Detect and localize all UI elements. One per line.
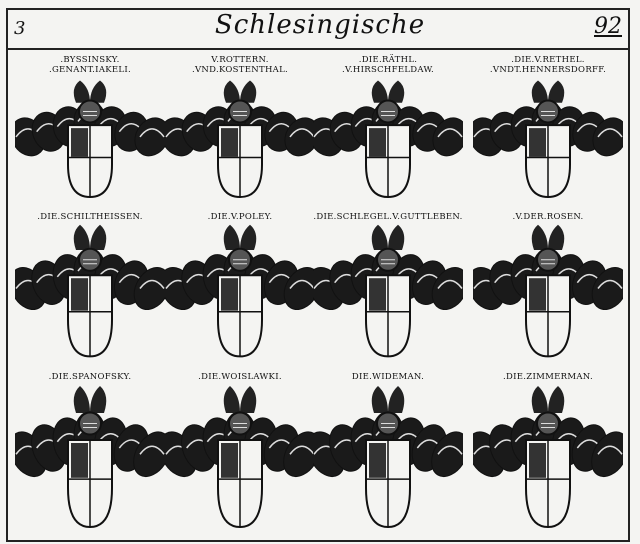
crest-ornament <box>531 386 565 413</box>
shield-charge <box>366 440 410 527</box>
mantling <box>473 101 623 157</box>
crest-ornament <box>73 224 107 250</box>
coat-of-arms <box>165 224 315 358</box>
crest-name: .DIE.SPANOFSKY. <box>48 372 132 382</box>
shield-charge <box>366 275 410 357</box>
crest-name: .DIE.V.POLEY. <box>207 212 273 222</box>
crest-ornament <box>371 224 405 250</box>
crest-name: .DIE.SCHLEGEL.V.GUTTLEBEN. <box>313 212 463 222</box>
crest-name-line2: .VND.KOSTENTHAL. <box>191 65 289 75</box>
page-title: Schlesingische <box>214 10 426 40</box>
crest-ornament <box>223 224 257 250</box>
crest-label: .DIE.RÄTHL..V.HIRSCHFELDAW. <box>342 55 434 75</box>
plate-number: 3 <box>14 18 26 39</box>
crest-ornament <box>223 386 257 413</box>
coat-of-arms <box>165 386 315 529</box>
shield-charge <box>526 440 570 527</box>
crest-label: DIE.WIDEMAN. <box>352 372 424 382</box>
page-frame <box>6 8 630 542</box>
crest-label: .DIE.ZIMMERMAN. <box>503 372 593 382</box>
shield-charge <box>68 275 112 357</box>
shield-charge <box>68 440 112 527</box>
crest-label: .DIE.WOISLAWKI. <box>198 372 282 382</box>
crest-label: V.ROTTERN..VND.KOSTENTHAL. <box>192 55 288 75</box>
page-number: 92 <box>594 14 622 39</box>
crest-label: .DIE.SPANOFSKY. <box>49 372 132 382</box>
coat-of-arms <box>165 80 315 199</box>
crest-name: .DIE.WOISLAWKI. <box>198 372 282 382</box>
coat-of-arms <box>313 386 463 529</box>
crest-name: DIE.WIDEMAN. <box>351 372 425 382</box>
coat-of-arms <box>473 80 623 199</box>
crest-name-line2: .VNDT.HENNERSDORFF. <box>489 65 607 75</box>
coat-of-arms <box>15 386 165 529</box>
crest-ornament <box>531 80 565 103</box>
coat-of-arms <box>15 224 165 358</box>
coat-of-arms <box>473 224 623 358</box>
crest-name: .DIE.ZIMMERMAN. <box>503 372 593 382</box>
coat-of-arms <box>15 80 165 199</box>
crest-label: .V.DER.ROSEN. <box>512 212 583 222</box>
crest-ornament <box>371 80 405 103</box>
crest-ornament <box>223 80 257 103</box>
crest-name-line2: .V.HIRSCHFELDAW. <box>341 65 435 75</box>
shield-charge <box>526 125 570 198</box>
crest-label: .DIE.SCHILTHEISSEN. <box>37 212 142 222</box>
crest-label: .DIE.V.POLEY. <box>208 212 273 222</box>
crest-label: .BYSSINSKY..GENANT.IAKELI. <box>49 55 131 75</box>
coat-of-arms <box>313 224 463 358</box>
header-rule <box>6 48 630 50</box>
crest-name-line2: .GENANT.IAKELI. <box>48 65 132 75</box>
crest-ornament <box>531 224 565 250</box>
coat-of-arms <box>313 80 463 199</box>
shield-charge <box>366 125 410 198</box>
crest-label: .DIE.V.RETHEL..VNDT.HENNERSDORFF. <box>490 55 606 75</box>
crest-ornament <box>371 386 405 413</box>
crest-name: .BYSSINSKY. <box>60 55 120 65</box>
shield-charge <box>218 125 262 198</box>
crest-name: .DIE.RÄTHL. <box>358 55 418 65</box>
crest-label: .DIE.SCHLEGEL.V.GUTTLEBEN. <box>313 212 462 222</box>
shield-charge <box>218 275 262 357</box>
crest-name: .DIE.SCHILTHEISSEN. <box>37 212 143 222</box>
shield-charge <box>218 440 262 527</box>
crest-name: V.ROTTERN. <box>211 55 269 65</box>
coat-of-arms <box>473 386 623 529</box>
crest-name: .V.DER.ROSEN. <box>512 212 584 222</box>
crest-ornament <box>73 80 107 103</box>
crest-ornament <box>73 386 107 413</box>
shield-charge <box>526 275 570 357</box>
crest-name: .DIE.V.RETHEL. <box>511 55 585 65</box>
shield-charge <box>68 125 112 198</box>
